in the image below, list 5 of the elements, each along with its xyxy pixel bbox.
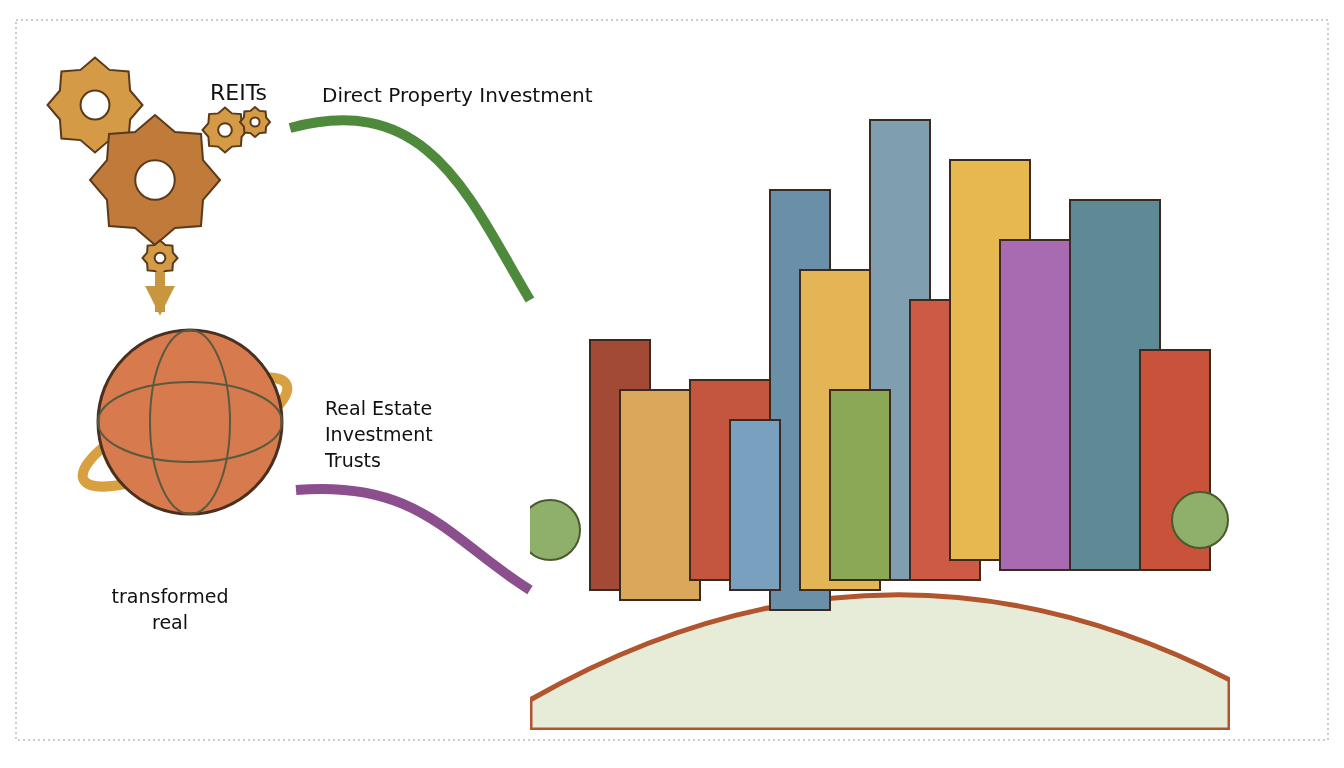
- heading-label: Direct Property Investment: [322, 82, 593, 108]
- heading-label: REITs: [210, 80, 267, 106]
- arrow: [145, 272, 175, 316]
- caption-label: transformed real: [110, 584, 230, 635]
- caption-label: Real Estate Investment Trusts: [325, 396, 434, 473]
